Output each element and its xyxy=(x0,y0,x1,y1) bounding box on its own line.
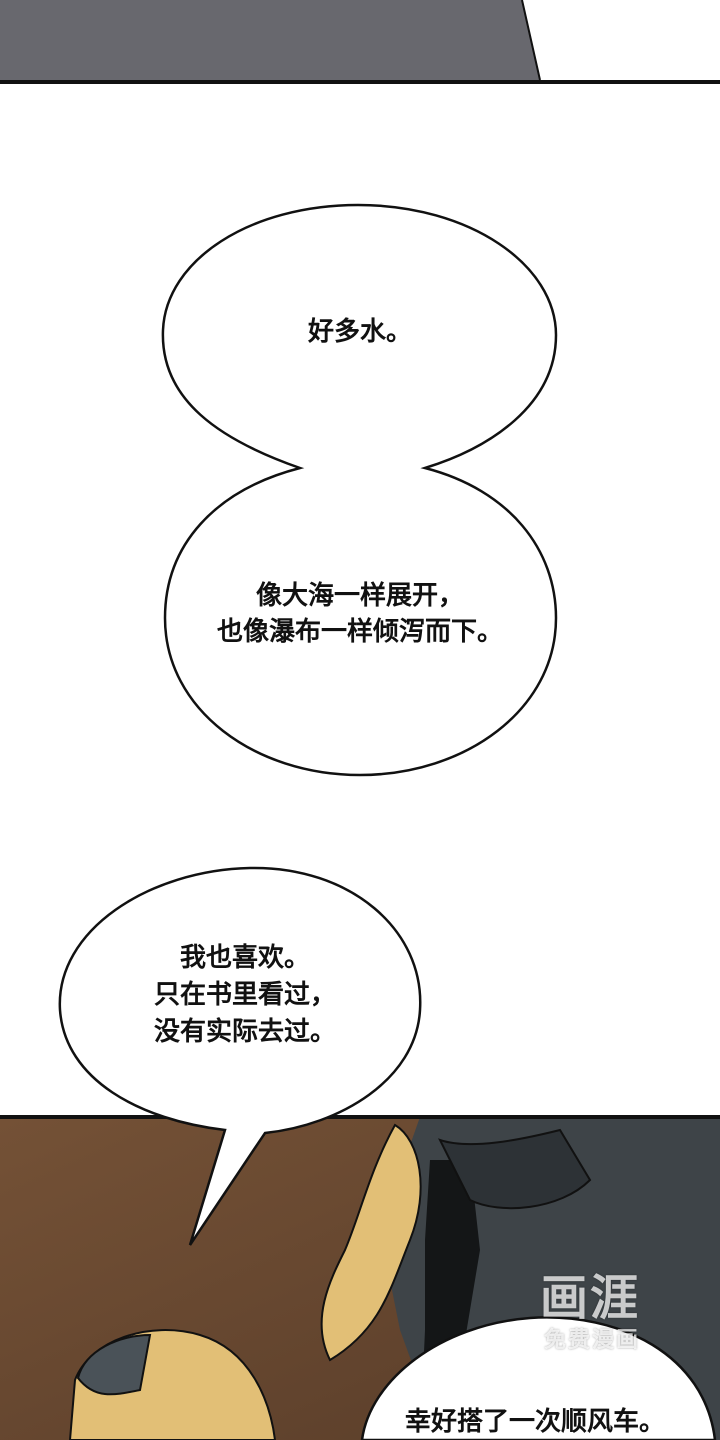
speech-bubble-double xyxy=(161,203,558,777)
bubble-fourth-text: 幸好搭了一次顺风车。 xyxy=(370,1404,700,1440)
bubble-line: 我也喜欢。 xyxy=(179,943,310,973)
bubble-third-text: 我也喜欢。 只在书里看过， 没有实际去过。 xyxy=(100,940,390,1051)
bubble-line: 幸好搭了一次顺风车。 xyxy=(404,1407,665,1437)
cap xyxy=(76,1333,152,1396)
bubble-line: 只在书里看过， xyxy=(153,980,336,1010)
top-panel xyxy=(0,0,720,84)
collar xyxy=(438,1128,592,1210)
bubble-second-text: 像大海一样展开， 也像瀑布一样倾泻而下。 xyxy=(190,578,530,650)
panel-edge xyxy=(521,0,541,81)
bubble-line: 好多水。 xyxy=(307,317,412,347)
watermark-logo: 画涯 xyxy=(540,1270,641,1326)
bubble-line: 也像瀑布一样倾泻而下。 xyxy=(216,617,503,647)
watermark-caption: 免费漫画 xyxy=(544,1328,641,1353)
bubble-line: 没有实际去过。 xyxy=(153,1017,336,1047)
bubble-first-text: 好多水。 xyxy=(260,314,460,350)
top-panel-gray-area xyxy=(0,0,540,80)
bubble-line: 像大海一样展开， xyxy=(255,581,464,611)
yellow-arm xyxy=(320,1123,422,1362)
